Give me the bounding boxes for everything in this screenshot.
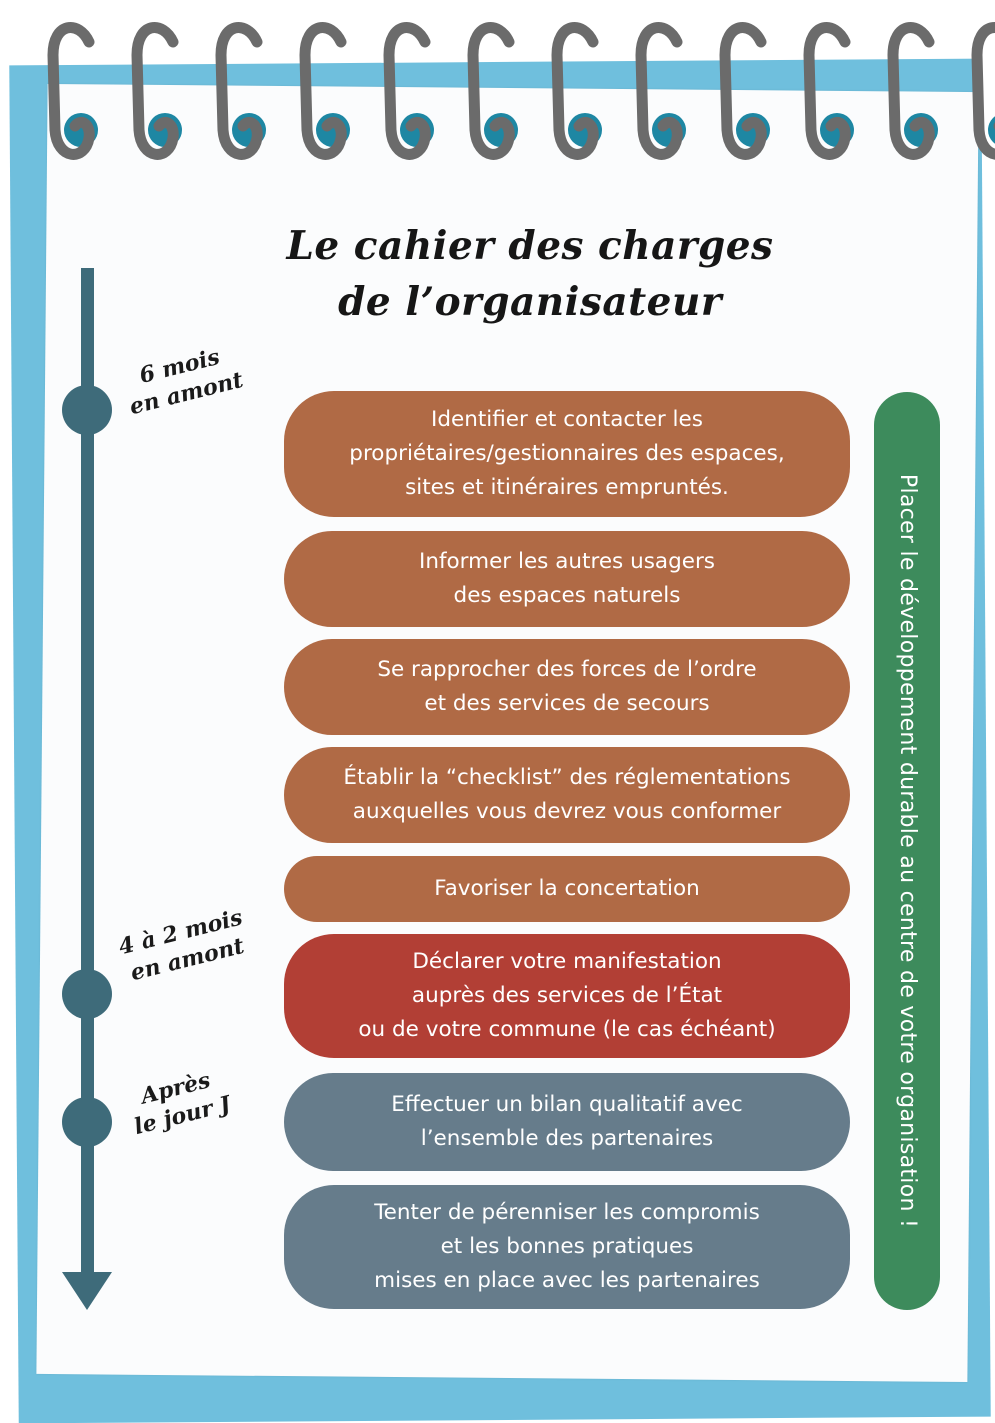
step-text-line: mises en place avec les partenaires — [374, 1268, 760, 1293]
binding-ring-icon — [467, 22, 515, 160]
binding-ring-icon — [887, 22, 935, 160]
step-declare-event: Déclarer votre manifestation auprès des … — [284, 934, 850, 1058]
binding-ring-icon — [131, 22, 179, 160]
sustainability-banner — [874, 392, 940, 1310]
page-title: Le cahier des charges de l’organisateur — [260, 218, 800, 330]
step-text-line: Favoriser la concertation — [434, 876, 700, 901]
step-text-line: ou de votre commune (le cas échéant) — [358, 1017, 776, 1042]
step-text-line: des espaces naturels — [453, 583, 681, 608]
step-text-line: propriétaires/gestionnaires des espaces, — [349, 441, 785, 466]
sustainability-text: Placer le développement durable au centr… — [895, 473, 920, 1229]
step-text-line: auxquelles vous devrez vous conformer — [352, 799, 782, 824]
step-text-line: et les bonnes pratiques — [440, 1234, 694, 1259]
step-text-line: Informer les autres usagers — [418, 549, 715, 574]
step-sustain-practices: Tenter de pérenniser les compromis et le… — [284, 1185, 850, 1309]
binding-ring-icon — [971, 22, 995, 160]
step-text-line: Identifier et contacter les — [431, 407, 703, 432]
step-text-line: Établir la “checklist” des réglementatio… — [343, 765, 791, 790]
step-assessment: Effectuer un bilan qualitatif avec l’ens… — [284, 1073, 850, 1171]
step-inform-users: Informer les autres usagers des espaces … — [284, 531, 850, 627]
binding-ring-icon — [635, 22, 683, 160]
title-line-1: Le cahier des charges — [286, 223, 774, 269]
binding-ring-icon — [803, 22, 851, 160]
title-line-2: de l’organisateur — [338, 279, 722, 325]
step-concertation: Favoriser la concertation — [284, 856, 850, 922]
step-text-line: auprès des services de l’État — [411, 983, 723, 1008]
binding-ring-icon — [299, 22, 347, 160]
step-text-line: Déclarer votre manifestation — [412, 949, 722, 974]
binding-ring-icon — [215, 22, 263, 160]
spiral-binding — [47, 22, 995, 160]
step-contact-police-rescue: Se rapprocher des forces de l’ordre et d… — [284, 639, 850, 735]
step-text-line: et des services de secours — [424, 691, 710, 716]
step-text-line: Effectuer un bilan qualitatif avec — [391, 1092, 743, 1117]
step-text-line: Se rapprocher des forces de l’ordre — [377, 657, 757, 682]
binding-ring-icon — [719, 22, 767, 160]
step-text-line: Tenter de pérenniser les compromis — [374, 1200, 760, 1225]
binding-ring-icon — [383, 22, 431, 160]
step-identify-owners: Identifier et contacter les propriétaire… — [284, 391, 850, 517]
binding-ring-icon — [47, 22, 95, 160]
step-checklist: Établir la “checklist” des réglementatio… — [284, 747, 850, 843]
binding-hole-icon — [988, 116, 995, 144]
step-text-line: sites et itinéraires empruntés. — [405, 475, 729, 500]
binding-ring-icon — [551, 22, 599, 160]
step-text-line: l’ensemble des partenaires — [420, 1126, 714, 1151]
